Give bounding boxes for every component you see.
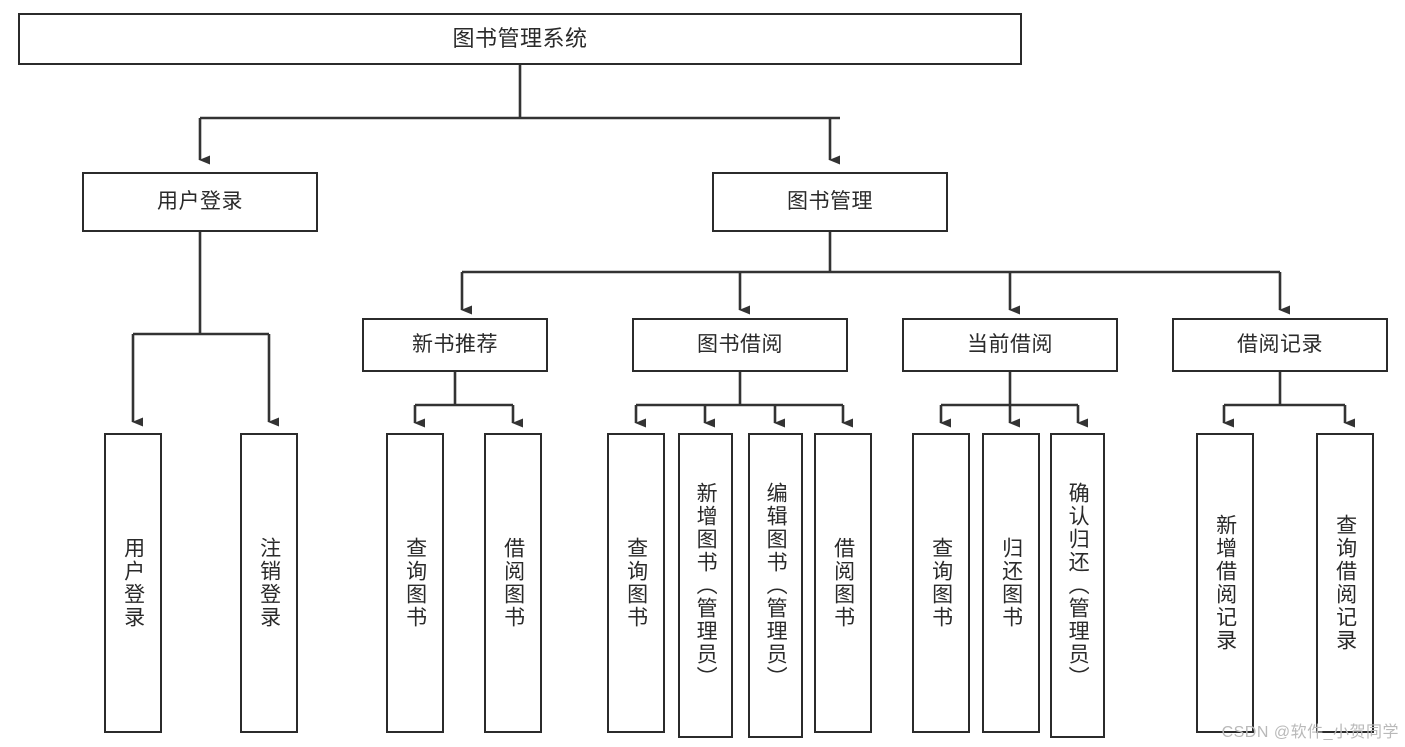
node-current-borrow[interactable]: 当前借阅 xyxy=(902,318,1118,372)
leaf-current-confirm-return-label: 确认归还（管理员） xyxy=(1066,482,1090,689)
leaf-user-logout-label: 注销登录 xyxy=(257,537,281,629)
leaf-recommend-query-book[interactable]: 查询图书 xyxy=(386,433,444,733)
node-user-login[interactable]: 用户登录 xyxy=(82,172,318,232)
leaf-borrow-borrow-book-label: 借阅图书 xyxy=(831,537,855,629)
leaf-borrow-borrow-book[interactable]: 借阅图书 xyxy=(814,433,872,733)
leaf-borrow-query-book-label: 查询图书 xyxy=(624,537,648,629)
leaf-record-add-label: 新增借阅记录 xyxy=(1213,514,1237,652)
leaf-record-add[interactable]: 新增借阅记录 xyxy=(1196,433,1254,733)
node-borrow-record[interactable]: 借阅记录 xyxy=(1172,318,1388,372)
node-new-book-recommend-label: 新书推荐 xyxy=(412,332,498,356)
node-borrow-record-label: 借阅记录 xyxy=(1237,332,1323,356)
leaf-user-login[interactable]: 用户登录 xyxy=(104,433,162,733)
leaf-borrow-edit-book[interactable]: 编辑图书（管理员） xyxy=(748,433,803,738)
node-root-label: 图书管理系统 xyxy=(452,26,588,52)
node-book-management[interactable]: 图书管理 xyxy=(712,172,948,232)
node-current-borrow-label: 当前借阅 xyxy=(967,332,1053,356)
leaf-current-query-book-label: 查询图书 xyxy=(929,537,953,629)
node-book-borrow[interactable]: 图书借阅 xyxy=(632,318,848,372)
leaf-user-login-label: 用户登录 xyxy=(121,537,145,629)
node-book-borrow-label: 图书借阅 xyxy=(697,332,783,356)
leaf-recommend-borrow-book-label: 借阅图书 xyxy=(501,537,525,629)
leaf-user-logout[interactable]: 注销登录 xyxy=(240,433,298,733)
node-new-book-recommend[interactable]: 新书推荐 xyxy=(362,318,548,372)
node-user-login-label: 用户登录 xyxy=(157,189,243,213)
leaf-borrow-query-book[interactable]: 查询图书 xyxy=(607,433,665,733)
leaf-current-confirm-return[interactable]: 确认归还（管理员） xyxy=(1050,433,1105,738)
leaf-borrow-edit-book-label: 编辑图书（管理员） xyxy=(764,482,788,689)
leaf-current-query-book[interactable]: 查询图书 xyxy=(912,433,970,733)
leaf-record-query[interactable]: 查询借阅记录 xyxy=(1316,433,1374,733)
node-root[interactable]: 图书管理系统 xyxy=(18,13,1022,65)
leaf-current-return-book-label: 归还图书 xyxy=(999,537,1023,629)
leaf-record-query-label: 查询借阅记录 xyxy=(1333,514,1357,652)
node-book-management-label: 图书管理 xyxy=(787,189,873,213)
watermark: CSDN @软件_小贺同学 xyxy=(1221,724,1399,741)
leaf-current-return-book[interactable]: 归还图书 xyxy=(982,433,1040,733)
leaf-recommend-query-book-label: 查询图书 xyxy=(403,537,427,629)
leaf-borrow-add-book[interactable]: 新增图书（管理员） xyxy=(678,433,733,738)
leaf-borrow-add-book-label: 新增图书（管理员） xyxy=(694,482,718,689)
leaf-recommend-borrow-book[interactable]: 借阅图书 xyxy=(484,433,542,733)
